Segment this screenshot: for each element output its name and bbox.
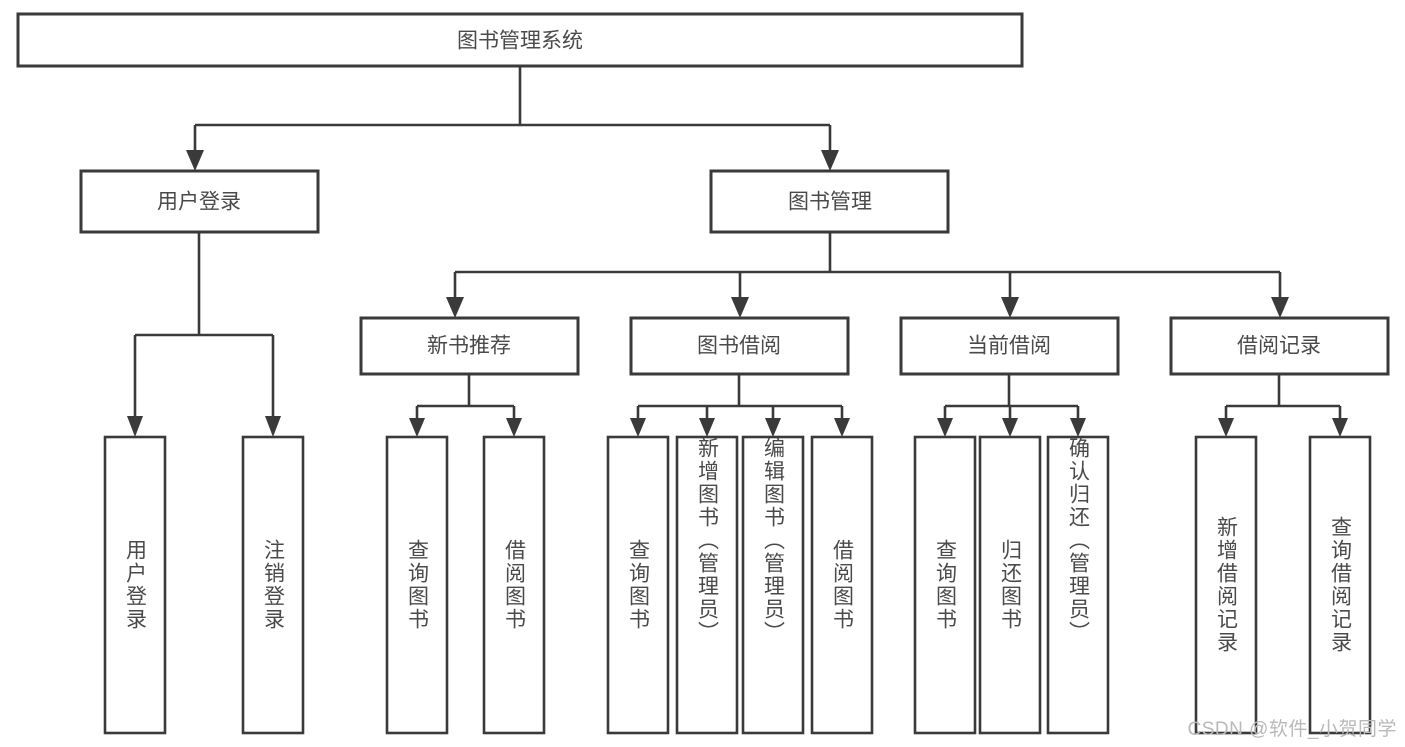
arrow-head-book-management: [821, 150, 839, 171]
node-user-login[interactable]: 用户登录: [79, 169, 320, 234]
arrow-head-user-login: [186, 150, 204, 171]
node-root-box[interactable]: [16, 12, 1024, 68]
node-book-borrow-box[interactable]: [629, 316, 850, 376]
connector-root-to-level2: [186, 66, 839, 171]
node-new-book-recommend-box[interactable]: [359, 316, 580, 376]
leaf-query-book-2-box[interactable]: [606, 435, 670, 735]
arrow-head-leaf-confirm-return: [1070, 418, 1086, 437]
arrow-head-leaf-borrow-book-1: [506, 418, 522, 437]
leaf-query-book-3-box[interactable]: [913, 435, 977, 735]
arrow-head-leaf-borrow-book-2: [834, 418, 850, 437]
node-borrow-records[interactable]: 借阅记录: [1169, 316, 1390, 376]
leaf-edit-book-box[interactable]: [741, 435, 805, 735]
arrow-head-leaf-add-book: [699, 418, 715, 437]
node-book-borrow-label: 图书借阅: [697, 335, 781, 358]
node-user-login-box[interactable]: [79, 169, 320, 234]
connector-new-book-recommend-to-leaves: [409, 374, 522, 437]
leaf-add-record-box[interactable]: [1194, 435, 1258, 735]
arrow-head-leaf-query-book-2: [630, 418, 646, 437]
connector-current-borrow-to-leaves: [937, 374, 1086, 437]
connector-borrow-records-to-leaves: [1218, 374, 1348, 437]
leaf-query-record-box[interactable]: [1308, 435, 1372, 735]
arrow-head-borrow-records: [1271, 297, 1289, 318]
leaf-add-book-box[interactable]: [675, 435, 739, 735]
leaf-logout-box[interactable]: [241, 435, 305, 735]
node-root-label: 图书管理系统: [457, 30, 583, 53]
arrow-head-leaf-query-record: [1332, 418, 1348, 437]
arrow-head-leaf-user-login: [127, 416, 143, 437]
node-root[interactable]: 图书管理系统: [16, 12, 1024, 68]
node-current-borrow[interactable]: 当前借阅: [899, 316, 1120, 376]
connector-book-borrow-to-leaves: [630, 374, 850, 437]
leaf-borrow-book-1-box[interactable]: [482, 435, 546, 735]
arrow-head-leaf-edit-book: [765, 418, 781, 437]
node-current-borrow-box[interactable]: [899, 316, 1120, 376]
node-book-management[interactable]: 图书管理: [709, 169, 950, 234]
connector-user-login-to-leaves: [127, 232, 281, 437]
connector-book-management-to-level3: [446, 232, 1289, 318]
node-new-book-recommend[interactable]: 新书推荐: [359, 316, 580, 376]
watermark: CSDN @软件_小贺同学: [1187, 719, 1397, 740]
node-book-borrow[interactable]: 图书借阅: [629, 316, 850, 376]
arrow-head-book-borrow: [731, 297, 749, 318]
node-user-login-label: 用户登录: [157, 191, 241, 214]
arrow-head-new-book-recommend: [446, 297, 464, 318]
leaf-confirm-return-box[interactable]: [1046, 435, 1110, 735]
node-current-borrow-label: 当前借阅: [967, 335, 1051, 358]
node-borrow-records-label: 借阅记录: [1237, 335, 1321, 358]
arrow-head-leaf-add-record: [1218, 418, 1234, 437]
leaf-return-book-box[interactable]: [978, 435, 1042, 735]
leaf-boxes: [103, 435, 1372, 735]
arrow-head-leaf-query-book-3: [937, 418, 953, 437]
leaf-user-login-box[interactable]: [103, 435, 167, 735]
arrow-head-leaf-return-book: [1002, 418, 1018, 437]
leaf-query-book-1-box[interactable]: [385, 435, 449, 735]
arrow-head-leaf-query-book-1: [409, 418, 425, 437]
node-borrow-records-box[interactable]: [1169, 316, 1390, 376]
arrow-head-current-borrow: [1001, 297, 1019, 318]
leaf-borrow-book-2-box[interactable]: [810, 435, 874, 735]
arrow-head-leaf-logout: [265, 416, 281, 437]
node-book-management-label: 图书管理: [788, 191, 872, 214]
node-book-management-box[interactable]: [709, 169, 950, 234]
node-new-book-recommend-label: 新书推荐: [427, 335, 511, 358]
